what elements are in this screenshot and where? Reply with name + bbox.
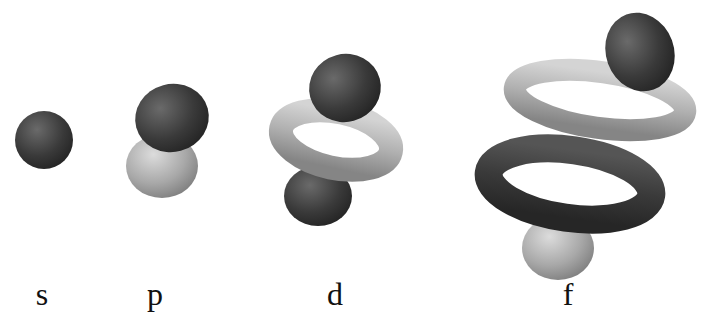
p-lobe-dark (127, 76, 216, 161)
f-torus-lower (484, 139, 656, 229)
orbital-label: s (36, 278, 48, 310)
orbital-label: f (563, 278, 574, 310)
s-lobe (15, 111, 73, 169)
orbital-label: d (327, 278, 343, 310)
orbital-label: p (147, 278, 163, 310)
d-lobe-top (301, 46, 388, 130)
f-lobe-top (594, 3, 685, 101)
